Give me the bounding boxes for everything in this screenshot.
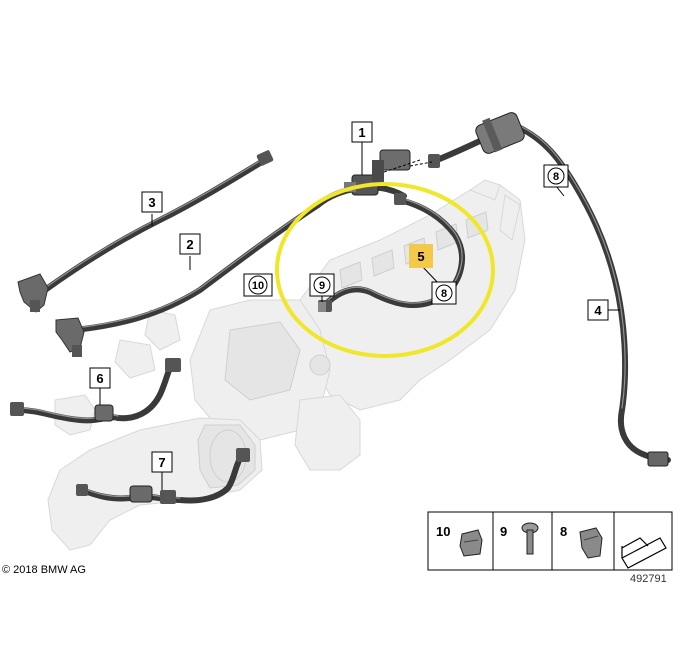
arrow-block-icon — [621, 537, 667, 569]
hose-part-6[interactable] — [10, 358, 181, 424]
legend-item-10-label: 10 — [436, 524, 450, 539]
callout-9[interactable]: 9 — [309, 273, 335, 297]
bolt-icon — [521, 522, 539, 555]
legend-item-8-label: 8 — [560, 524, 567, 539]
callout-8-mid[interactable]: 8 — [431, 281, 457, 305]
diagram-number: 492791 — [630, 573, 667, 585]
callout-9-label: 9 — [319, 280, 325, 292]
callout-8-mid-label: 8 — [441, 288, 447, 300]
callout-8-top-label: 8 — [553, 171, 559, 183]
legend-item-10[interactable]: 10 — [436, 524, 483, 557]
bracket-clip-icon — [579, 527, 603, 559]
callout-1[interactable]: 1 — [351, 121, 373, 143]
filter-canister[interactable] — [428, 111, 526, 168]
callout-10[interactable]: 10 — [243, 273, 273, 297]
legend-item-9[interactable]: 9 — [500, 522, 539, 555]
callout-10-label: 10 — [252, 280, 264, 292]
callout-4-label: 4 — [594, 303, 602, 318]
callout-5[interactable]: 5 — [409, 244, 433, 268]
callout-3-label: 3 — [148, 195, 155, 210]
callout-3[interactable]: 3 — [141, 191, 163, 213]
hose-part-2[interactable] — [55, 202, 321, 357]
callout-6-label: 6 — [96, 371, 103, 386]
callout-1-label: 1 — [358, 125, 365, 140]
callout-7[interactable]: 7 — [151, 451, 173, 473]
legend-item-9-label: 9 — [500, 524, 507, 539]
hose-part-3[interactable] — [17, 150, 274, 313]
callout-4[interactable]: 4 — [587, 299, 609, 321]
callout-8-top[interactable]: 8 — [543, 164, 569, 188]
hose-part-7[interactable] — [76, 448, 250, 504]
callout-2[interactable]: 2 — [179, 233, 201, 255]
hose-part-4[interactable] — [517, 125, 671, 467]
callout-5-label: 5 — [417, 249, 424, 264]
copyright-text: © 2018 BMW AG — [2, 564, 86, 576]
bolt-part-9[interactable] — [318, 302, 326, 312]
callout-7-label: 7 — [158, 455, 165, 470]
callout-2-label: 2 — [186, 237, 193, 252]
throttle-housing-ghost — [189, 299, 361, 471]
callout-6[interactable]: 6 — [89, 367, 111, 389]
legend-item-8[interactable]: 8 — [560, 524, 603, 559]
highlight-ring — [275, 182, 495, 358]
clip-icon — [459, 529, 483, 557]
